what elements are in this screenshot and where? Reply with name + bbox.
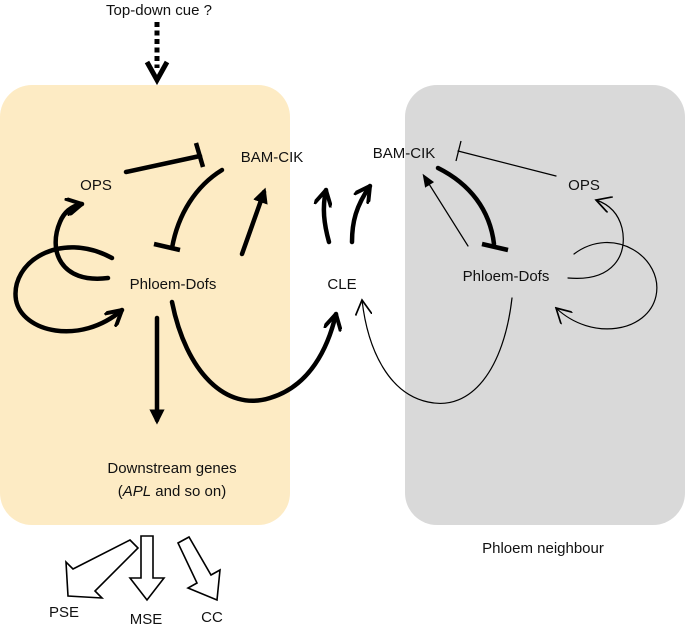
left-ops-inhibits-bam-bar [193,142,206,168]
downstream-genes-sublabel: (APL and so on) [118,483,226,500]
right-ops-label: OPS [568,177,600,194]
left-bam-cik-label: BAM-CIK [241,149,304,166]
cc-label: CC [201,609,223,626]
left-dofs-activates-ops-edge [53,204,111,281]
right-bam-inhibits-dofs-edge [435,165,497,247]
downstream-genes-label: Downstream genes [107,460,236,477]
cle-activates-right-bam-edge [349,186,370,245]
right-ops-inhibits-bam-edge [457,150,557,177]
right-dofs-activates-cle-edge [362,297,513,404]
right-ops-inhibits-bam-bar [455,140,462,162]
right-bam-inhibits-dofs-bar [481,241,509,253]
right-dofs-activates-bam-edge [422,173,469,247]
left-dofs-self-loop-edge [13,245,122,334]
right-dofs-self-loop-edge [556,242,658,330]
pse-block-arrow [65,539,140,599]
top-down-cue-arrowhead [144,60,170,86]
left-bam-inhibits-dofs-bar [153,241,181,253]
left-dofs-activates-bam-edge [239,187,268,257]
left-bam-inhibits-dofs-edge [169,167,225,251]
phloem-region [0,85,290,525]
cc-block-arrow [176,535,221,602]
left-dofs-activates-cle-edge [169,299,336,404]
right-bam-cik-label: BAM-CIK [373,145,436,162]
mse-label: MSE [130,611,163,628]
mse-block-arrow [128,535,166,602]
phloem-neighbour-region [405,85,685,525]
right-phloem-dofs-label: Phloem-Dofs [463,268,550,285]
left-ops-label: OPS [80,177,112,194]
left-phloem-dofs-label: Phloem-Dofs [130,276,217,293]
top-down-cue-label: Top-down cue ? [106,2,212,19]
phloem-neighbour-label: Phloem neighbour [482,540,604,557]
right-dofs-activates-ops-edge [567,200,624,279]
cle-activates-left-bam-edge [324,190,329,245]
left-ops-inhibits-bam-edge [123,153,203,175]
pse-label: PSE [49,604,79,621]
cle-label: CLE [327,276,356,293]
